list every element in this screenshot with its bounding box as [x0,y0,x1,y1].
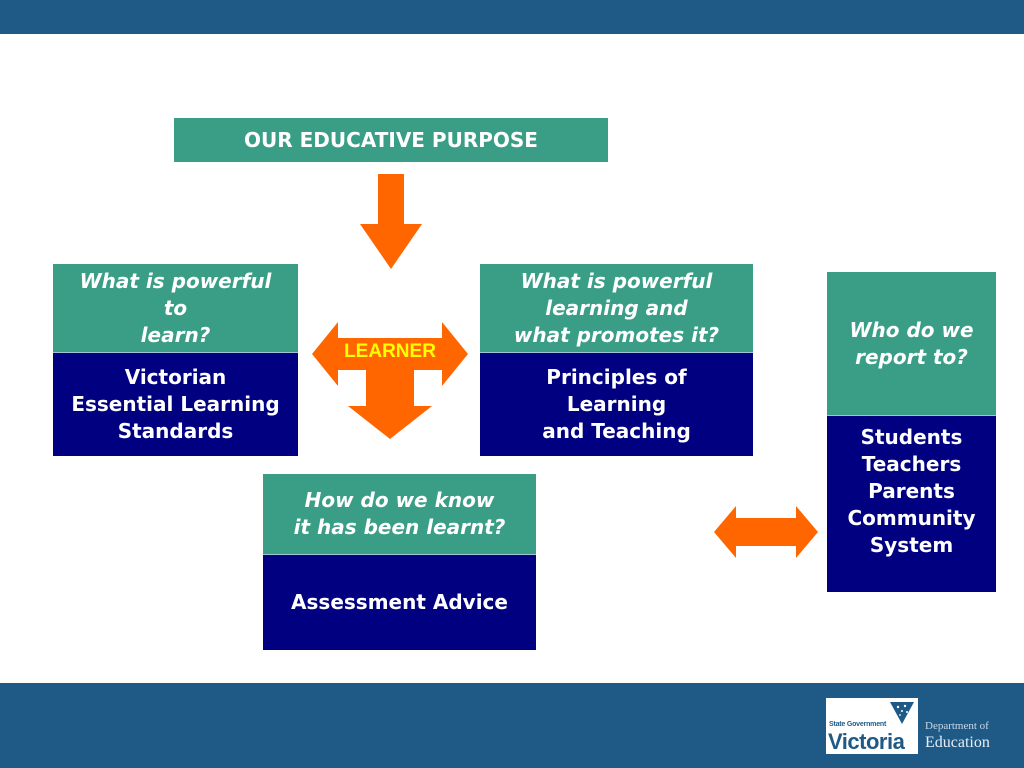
title-text: OUR EDUCATIVE PURPOSE [244,128,538,152]
learner-arrow-icon [312,322,468,439]
learner-label: LEARNER [344,341,436,362]
card-answer: Principles of Learning and Teaching [480,352,753,456]
card-question: What is powerful learning and what promo… [480,264,753,352]
logo-stars-icon [890,702,914,724]
card-assessment: How do we know it has been learnt? Asses… [263,474,536,650]
double-arrow-icon [714,506,818,558]
card-answer: Students Teachers Parents Community Syst… [827,415,996,592]
card-powerful-learning: What is powerful learning and what promo… [480,264,753,456]
card-question: What is powerful to learn? [53,264,298,352]
logo-victoria: Victoria [828,729,905,754]
card-answer: Assessment Advice [263,554,536,650]
logo-state-government: State Government [829,721,887,728]
card-answer: Victorian Essential Learning Standards [53,352,298,456]
title-box: OUR EDUCATIVE PURPOSE [174,118,608,162]
card-what-to-learn: What is powerful to learn? Victorian Ess… [53,264,298,456]
top-band [0,0,1024,34]
logo-box: State Government Victoria [826,698,918,754]
victoria-logo: State Government Victoria Department of … [826,698,1002,756]
card-question: Who do we report to? [827,272,996,415]
logo-education: Education [925,734,990,751]
card-question: How do we know it has been learnt? [263,474,536,554]
card-report: Who do we report to? Students Teachers P… [827,272,996,592]
down-arrow-icon [360,174,422,269]
logo-department-of: Department of [925,720,989,732]
